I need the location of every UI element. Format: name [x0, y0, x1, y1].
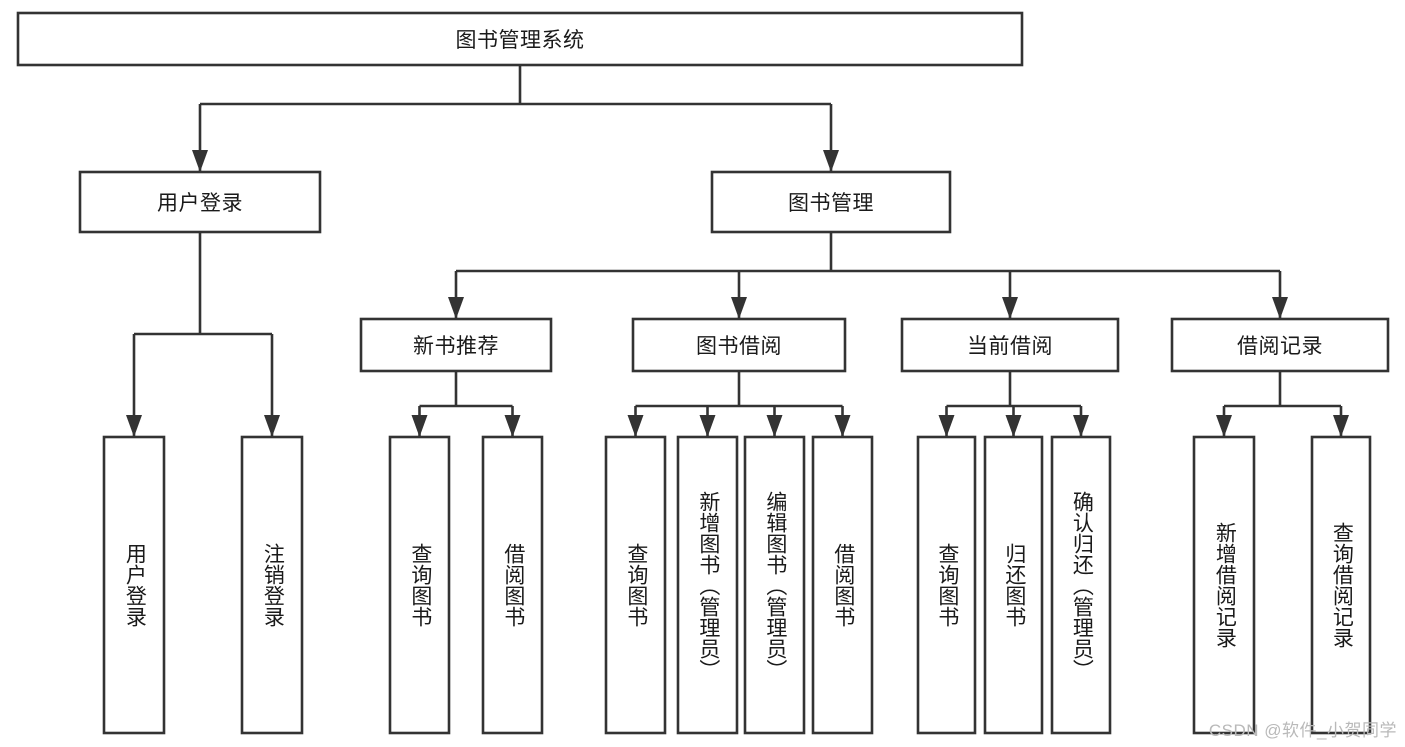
- node-box-leaf-query-book-1: [388, 435, 451, 735]
- boxes-layer: [16, 11, 1390, 735]
- node-box-new-book-rec: [359, 317, 553, 373]
- node-box-leaf-add-book: [676, 435, 739, 735]
- arrow-head-leaf-edit-book: [766, 415, 783, 437]
- arrow-head-borrow-record: [1272, 297, 1288, 319]
- node-box-leaf-borrow-book-2: [811, 435, 874, 735]
- node-box-borrow-record: [1170, 317, 1390, 373]
- node-box-leaf-user-login: [102, 435, 166, 735]
- node-box-leaf-confirm-return: [1050, 435, 1112, 735]
- node-box-leaf-query-record: [1310, 435, 1372, 735]
- node-box-leaf-query-book-2: [604, 435, 667, 735]
- node-box-root: [16, 11, 1024, 67]
- arrow-head-leaf-user-login: [126, 415, 142, 437]
- arrow-head-leaf-borrow-book-1: [504, 415, 521, 437]
- arrow-head-current-borrow: [1002, 297, 1018, 319]
- arrow-head-leaf-user-logout: [264, 415, 280, 437]
- arrow-head-leaf-query-book-3: [938, 415, 955, 437]
- node-box-book-manage: [710, 170, 952, 234]
- arrow-head-book-manage: [823, 150, 839, 172]
- node-box-leaf-return-book: [983, 435, 1044, 735]
- node-box-book-borrow: [631, 317, 847, 373]
- arrow-head-leaf-add-book: [699, 415, 716, 437]
- arrow-head-leaf-borrow-book-2: [834, 415, 851, 437]
- arrow-head-leaf-query-record: [1333, 415, 1349, 437]
- arrow-head-leaf-add-record: [1216, 415, 1232, 437]
- node-box-leaf-user-logout: [240, 435, 304, 735]
- arrow-head-new-book-rec: [448, 297, 464, 319]
- node-box-current-borrow: [900, 317, 1120, 373]
- connectors-layer: [126, 65, 1349, 437]
- arrow-head-user-login: [192, 150, 208, 172]
- node-box-leaf-query-book-3: [916, 435, 977, 735]
- arrow-head-leaf-confirm-return: [1073, 415, 1089, 437]
- arrow-head-leaf-return-book: [1005, 415, 1022, 437]
- node-box-leaf-borrow-book-1: [481, 435, 544, 735]
- node-box-leaf-edit-book: [743, 435, 806, 735]
- node-box-user-login: [78, 170, 322, 234]
- arrow-head-leaf-query-book-1: [411, 415, 428, 437]
- node-box-leaf-add-record: [1192, 435, 1256, 735]
- arrow-head-leaf-query-book-2: [627, 415, 644, 437]
- arrow-head-book-borrow: [731, 297, 747, 319]
